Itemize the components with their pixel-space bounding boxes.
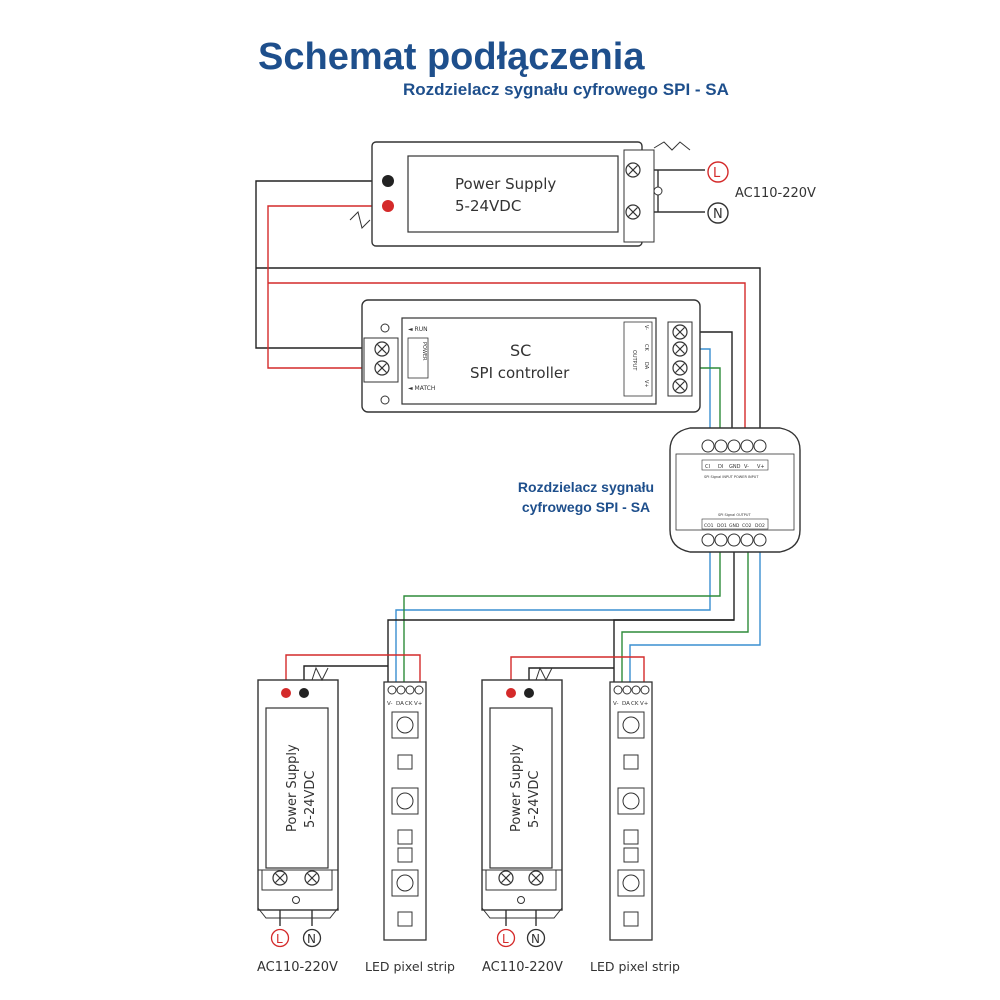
- top-psu-junction: [653, 186, 663, 196]
- bl-psu-label-1: Power Supply: [285, 744, 300, 832]
- splitter-in-pin-4: V-: [744, 464, 749, 470]
- spi-splitter: CI DI GND V- V+ SPI Signal INPUT POWER I…: [669, 427, 801, 553]
- splitter-out-pin-5: DO2: [755, 523, 765, 529]
- wire-green-out1: [403, 548, 721, 686]
- bottom-right-power-supply: Power Supply 5-24VDC L N AC110-220V: [481, 666, 563, 975]
- splitter-out-pin-4: CO2: [742, 523, 752, 529]
- controller-match-label: ◄ MATCH: [408, 385, 435, 392]
- bl-psu-red-terminal: [281, 688, 291, 698]
- top-psu-label-2: 5-24VDC: [455, 197, 521, 215]
- controller-run-label: ◄ RUN: [408, 326, 428, 333]
- br-psu-junction: [517, 896, 525, 904]
- splitter-label-2: cyfrowego SPI - SA: [521, 499, 651, 515]
- wire-red-psu-strip-left: [285, 654, 421, 692]
- splitter-in-pin-2: DI: [718, 464, 723, 470]
- splitter-output-terminals: [701, 533, 767, 547]
- top-psu-screw-l: [625, 162, 641, 178]
- splitter-output-caption: SPI Signal OUTPUT: [718, 513, 751, 517]
- controller-pin-1: V-: [643, 325, 649, 330]
- top-ac-label: AC110-220V: [735, 186, 816, 201]
- top-l-terminal-circle: [707, 161, 729, 183]
- br-strip-label: LED pixel strip: [590, 959, 680, 974]
- wires-top: [255, 169, 761, 445]
- controller-subtitle: SPI controller: [470, 364, 570, 382]
- wire-blue-out1: [395, 548, 711, 686]
- br-strip-pin-3: CK: [631, 701, 639, 707]
- splitter-in-pin-1: CI: [705, 464, 710, 470]
- splitter-label-1: Rozdzielacz sygnału: [517, 479, 655, 495]
- br-psu-label-2: 5-24VDC: [527, 771, 542, 828]
- bottom-right-led-strip: V- DA CK V+ LED pixel strip: [590, 681, 680, 974]
- br-strip-pin-4: V+: [640, 701, 649, 707]
- controller-power-label: POWER: [421, 342, 427, 361]
- br-psu-label-1: Power Supply: [509, 744, 524, 832]
- top-psu-screw-n: [625, 204, 641, 220]
- wire-black-psu-splitter: [256, 267, 761, 445]
- wire-blue-out2: [629, 548, 761, 686]
- br-l-terminal: L: [502, 932, 509, 946]
- wire-black-psu-controller: [255, 180, 388, 349]
- bottom-left-power-supply: Power Supply 5-24VDC L N AC110-220V: [257, 666, 339, 975]
- bl-psu-black-terminal: [299, 688, 309, 698]
- controller-title: SC: [510, 341, 531, 360]
- controller-pin-3: DA: [643, 362, 649, 370]
- bl-n-terminal: N: [307, 932, 316, 946]
- bl-psu-label-2: 5-24VDC: [303, 771, 318, 828]
- top-power-supply: Power Supply 5-24VDC L N AC110-220V: [349, 141, 816, 247]
- wire-red-psu-controller: [267, 205, 388, 369]
- top-psu-red-terminal: [382, 200, 394, 212]
- controller-power-screw-2: [374, 360, 390, 376]
- br-strip-pin-1: V-: [613, 701, 618, 707]
- br-ac-label: AC110-220V: [482, 960, 563, 975]
- page-subtitle: Rozdzielacz sygnału cyfrowego SPI - SA: [403, 80, 729, 99]
- wire-black-out1: [387, 548, 735, 686]
- controller-output-label: OUTPUT: [631, 350, 637, 371]
- spi-controller: POWER ◄ RUN ◄ MATCH SC SPI controller OU…: [361, 299, 701, 413]
- bottom-left-led-strip: V- DA CK V+ LED pixel strip: [365, 681, 455, 974]
- bl-ac-label: AC110-220V: [257, 960, 338, 975]
- bl-strip-label: LED pixel strip: [365, 959, 455, 974]
- page-title: Schemat podłączenia: [258, 36, 645, 78]
- controller-pin-2: CK: [643, 344, 649, 351]
- top-n-terminal-label: N: [713, 207, 723, 222]
- splitter-input-terminals: [701, 439, 767, 453]
- bl-strip-pin-4: V+: [414, 701, 423, 707]
- bl-strip-pin-1: V-: [387, 701, 392, 707]
- splitter-out-pin-2: DO1: [717, 523, 727, 529]
- controller-pin-4: V+: [643, 380, 649, 388]
- wire-black-ctrl-out: [687, 331, 733, 445]
- bl-psu-junction: [292, 896, 300, 904]
- br-psu-red-terminal: [506, 688, 516, 698]
- splitter-in-pin-5: V+: [757, 464, 765, 470]
- top-l-terminal-label: L: [713, 166, 721, 181]
- top-n-terminal-circle: [707, 202, 729, 224]
- br-psu-black-terminal: [524, 688, 534, 698]
- top-psu-black-terminal: [382, 175, 394, 187]
- splitter-input-caption: SPI Signal INPUT POWER INPUT: [704, 475, 759, 479]
- bl-l-terminal: L: [276, 932, 283, 946]
- wire-red-psu-splitter: [268, 282, 746, 445]
- bl-strip-pin-3: CK: [405, 701, 413, 707]
- splitter-out-pin-3: GND: [729, 523, 740, 529]
- splitter-in-pin-3: GND: [729, 464, 741, 470]
- top-psu-label-1: Power Supply: [455, 175, 556, 193]
- br-strip-pin-2: DA: [622, 701, 630, 707]
- wire-red-psu-strip-right: [510, 656, 645, 692]
- br-n-terminal: N: [531, 932, 540, 946]
- splitter-out-pin-1: CO1: [704, 523, 714, 529]
- wire-black-out2: [613, 619, 734, 686]
- controller-power-screw-1: [374, 341, 390, 357]
- bl-strip-pin-2: DA: [396, 701, 404, 707]
- wire-green-out2: [621, 548, 749, 686]
